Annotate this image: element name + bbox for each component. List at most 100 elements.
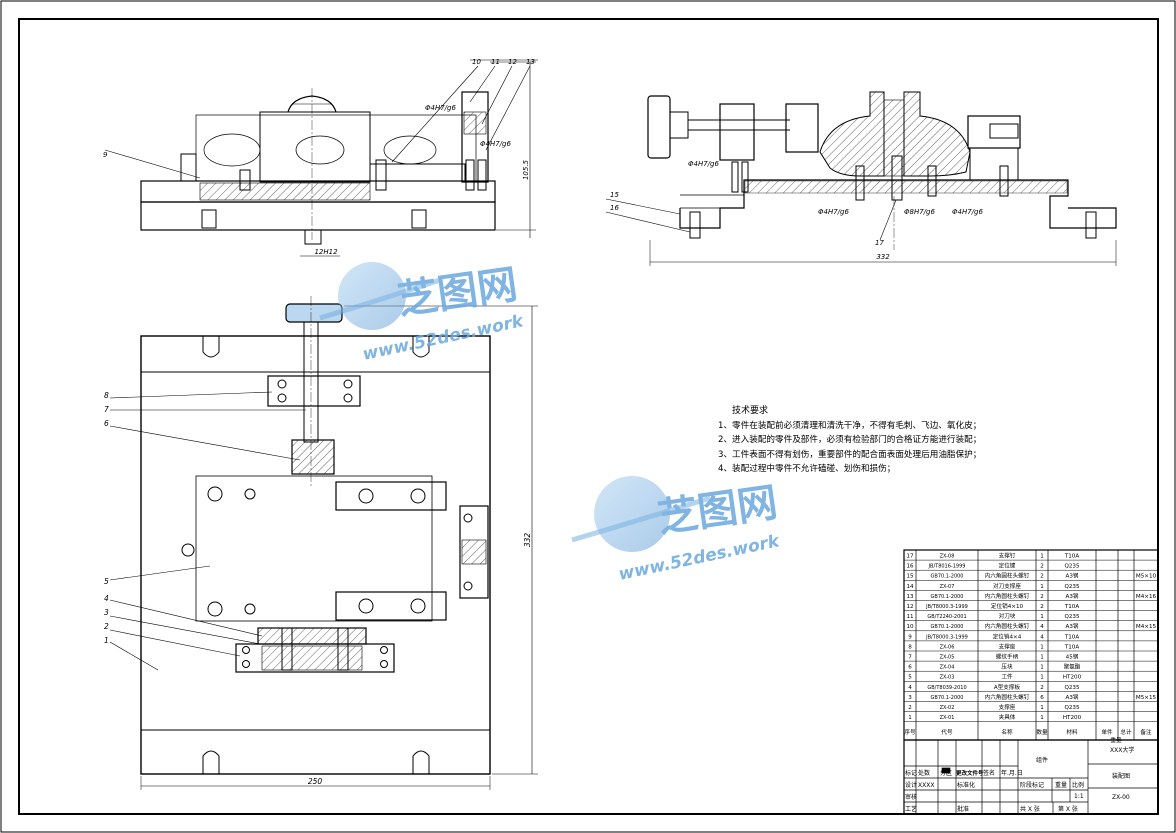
watermark-2: 芝图网 www.52des.work (571, 476, 783, 585)
bom-cell-name: 螺纹手柄 (996, 653, 1019, 661)
bom-cell-mat: A3钢 (1066, 693, 1079, 701)
label-review: 审核 (905, 793, 917, 801)
bom-cell-mat: T10A (1064, 634, 1080, 640)
fit-label: Φ4H7/g6 (818, 208, 849, 216)
bom-cell-no: 16 (906, 564, 914, 570)
bom-cell-name: 工件 (1001, 673, 1013, 681)
bom-cell-mat: Q235 (1064, 614, 1080, 620)
bom-cell-code: ZX-03 (940, 675, 955, 681)
bom-cell-name: 支撑座 (999, 703, 1016, 711)
bom-cell-name: A型支撑板 (994, 683, 1021, 691)
callout-8: 8 (104, 391, 109, 400)
fit-label: Φ4H7/g6 (688, 160, 719, 168)
label-date: 年.月.日 (1001, 769, 1023, 777)
fit-label: Φ4H7/g6 (480, 140, 511, 148)
callout-9: 9 (103, 151, 108, 159)
bom-header-cell: 材料 (1066, 728, 1078, 736)
label-mark: 标记 (905, 769, 917, 777)
label-change-doc: 更改文件号 (956, 769, 984, 777)
technical-requirements: 技术要求 1、零件在装配前必须清理和清洗干净，不得有毛刺、飞边、氧化皮； 2、进… (718, 404, 1048, 477)
bom-cell-code: ZX-01 (940, 715, 955, 721)
label-design: 设计 (905, 781, 917, 789)
callout-4: 4 (104, 594, 109, 603)
bom-cell-no: 15 (906, 574, 914, 580)
bom-cell-qty: 1 (1040, 675, 1044, 681)
bom-cell-no: 14 (906, 584, 914, 590)
callout-11: 11 (491, 58, 500, 66)
bom-header-cell: 序号 (904, 728, 916, 736)
top-view-labels: 8 7 6 5 4 3 2 1 250 332 (104, 391, 532, 786)
callout-17: 17 (875, 239, 884, 247)
bom-cell-mat: Q235 (1064, 584, 1080, 590)
bom-cell-qty: 4 (1040, 634, 1044, 640)
drawing-number: ZX-00 (1112, 794, 1130, 801)
bom-cell-name: 压块 (1001, 663, 1013, 671)
callout-13: 13 (526, 58, 535, 66)
bom-cell-no: 13 (906, 594, 914, 600)
bom-cell-name: 对刀支撑座 (993, 582, 1021, 590)
bom-cell-no: 4 (908, 685, 912, 691)
scale: 1:1 (1074, 793, 1084, 800)
bom-cell-no: 1 (908, 715, 912, 721)
label-ratio: 比例 (1072, 781, 1084, 789)
callout-3: 3 (104, 608, 109, 617)
callout-2: 2 (104, 622, 109, 631)
label-weight: 重量 (1055, 781, 1067, 789)
bom-cell-no: 3 (908, 695, 912, 701)
bom-cell-code: GB70.1-2000 (931, 624, 964, 630)
bom-header-cell: 名称 (1001, 728, 1013, 736)
bom-cell-mat: HT200 (1063, 675, 1082, 681)
bom-cell-code: ZX-05 (940, 655, 955, 661)
label-process: 工艺 (905, 805, 917, 813)
school-name: XXX大学 (1110, 746, 1134, 754)
bom-cell-no: 5 (908, 675, 912, 681)
bom-cell-qty: 1 (1040, 614, 1044, 620)
bom-cell-name: 内六角圆柱头螺钉 (985, 572, 1030, 580)
bom-cell-mat: T10A (1064, 554, 1080, 560)
bom-cell-mat: T10A (1064, 644, 1080, 650)
side-view-labels: 15 16 17 Φ4H7/g6 Φ4H7/g6 Φ8H7/g6 Φ4H7/g6… (610, 160, 983, 261)
bom-cell-name: 支撑座 (999, 642, 1016, 650)
bom-cell-mat: Q235 (1064, 705, 1080, 711)
sheet-number: 第 X 张 (1058, 805, 1078, 813)
title-block (903, 739, 1159, 815)
bom-cell-qty: 2 (1040, 564, 1044, 570)
bom-cell-no: 8 (908, 644, 912, 650)
dim-bottom: 12H12 (314, 248, 338, 256)
bom-cell-name: 定位销4×10 (991, 602, 1024, 610)
bom-cell-mat: Q235 (1064, 564, 1080, 570)
bom-cell-name: 定位销4×4 (993, 632, 1022, 640)
bom-cell-name: 对刀块 (999, 612, 1016, 620)
bom-cell-code: GB/T2240-2001 (927, 614, 966, 620)
bom-cell-name: 夹具体 (999, 713, 1016, 721)
label-zone: 分区 (940, 769, 952, 777)
bom-cell-no: 7 (908, 655, 912, 661)
fit-label: Φ8H7/g6 (904, 208, 935, 216)
fit-label: Φ4H7/g6 (952, 208, 983, 216)
bom-cell-no: 11 (906, 614, 914, 620)
bom-cell-code: ZX-06 (940, 644, 955, 650)
bom-cell-note: M5×15 (1136, 695, 1157, 701)
bom-cell-name: 内六角圆柱头螺钉 (985, 693, 1030, 701)
label-std: 标准化 (957, 781, 975, 789)
label-stage: 阶段标记 (1020, 781, 1044, 789)
drawing-name: 装配图 (1112, 772, 1130, 780)
bom-cell-note: M5×10 (1136, 574, 1157, 580)
bom-cell-no: 2 (908, 705, 912, 711)
callout-6: 6 (104, 419, 109, 428)
bom-cell-code: ZX-02 (940, 705, 955, 711)
label-count: 处数 (918, 769, 930, 777)
bom-header-cell: 总计 (1120, 728, 1132, 736)
bom-cell-qty: 4 (1040, 624, 1044, 630)
bom-cell-code: JB/T8016-1999 (928, 564, 966, 570)
dim-width: 332 (876, 253, 890, 261)
front-view-labels: 9 10 11 12 13 Φ4H7/g6 Φ4H7/g6 105.5 12H1… (103, 58, 535, 256)
inner-border (18, 18, 1159, 815)
bom-cell-name: 支撑钉 (999, 552, 1016, 560)
bom-cell-code: GB70.1-2000 (931, 594, 964, 600)
bom-cell-code: ZX-07 (940, 584, 955, 590)
bom-cell-code: JB/T8000.3-1999 (925, 604, 968, 610)
bom-cell-qty: 6 (1040, 695, 1044, 701)
callout-10: 10 (472, 58, 481, 66)
